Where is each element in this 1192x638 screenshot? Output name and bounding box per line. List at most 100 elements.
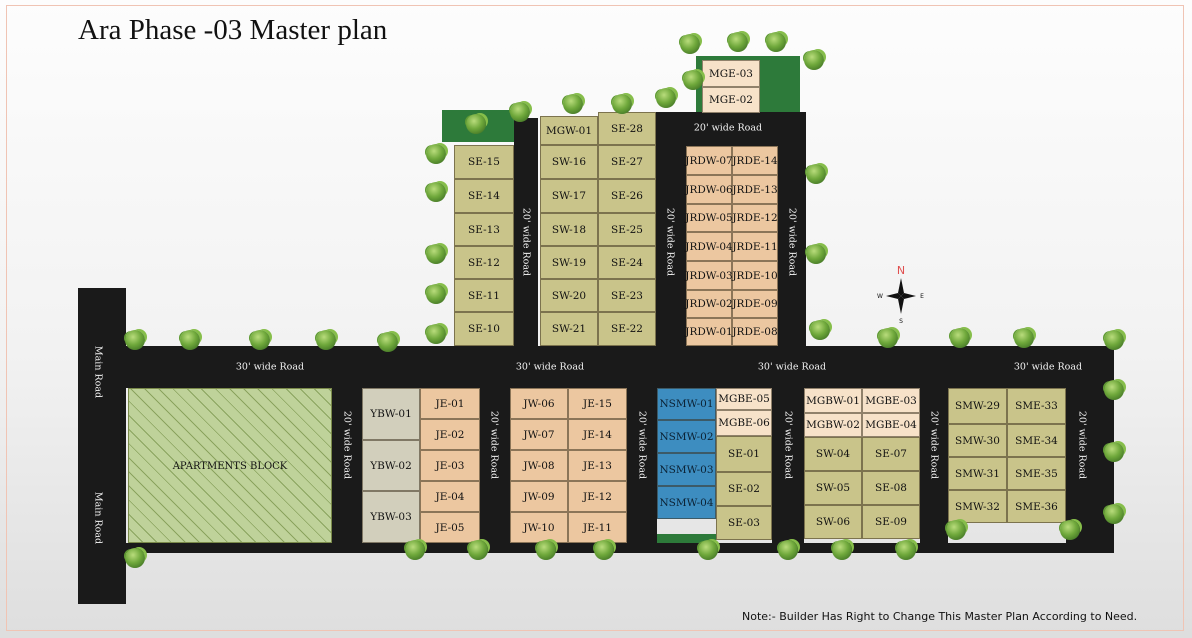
plot-je-01[interactable]: JE-01 <box>420 388 480 419</box>
plot-smw-30[interactable]: SMW-30 <box>948 424 1007 457</box>
plot-se-25[interactable]: SE-25 <box>598 213 656 246</box>
plot-ybw-02[interactable]: YBW-02 <box>362 440 420 491</box>
plot-nsmw-03[interactable]: NSMW-03 <box>657 453 716 486</box>
plot-mgbw-01[interactable]: MGBW-01 <box>804 388 862 413</box>
plot-sw-17[interactable]: SW-17 <box>540 179 598 213</box>
plot-jrde-09[interactable]: JRDE-09 <box>732 290 778 318</box>
plot-mgbe-04[interactable]: MGBE-04 <box>862 413 920 437</box>
compass-south-label: S <box>899 318 903 325</box>
plot-sme-34[interactable]: SME-34 <box>1007 424 1066 457</box>
plot-sw-04[interactable]: SW-04 <box>804 437 862 471</box>
plot-jrde-13[interactable]: JRDE-13 <box>732 175 778 204</box>
plot-se-12[interactable]: SE-12 <box>454 246 514 279</box>
plot-sme-36[interactable]: SME-36 <box>1007 490 1066 523</box>
plot-je-04[interactable]: JE-04 <box>420 481 480 512</box>
plot-se-26[interactable]: SE-26 <box>598 179 656 213</box>
plot-smw-29[interactable]: SMW-29 <box>948 388 1007 424</box>
plot-jrdw-02[interactable]: JRDW-02 <box>685 290 733 318</box>
road-label-30: 30' wide Road <box>515 361 585 373</box>
plot-jrdw-05[interactable]: JRDW-05 <box>685 204 733 232</box>
plot-jrdw-06[interactable]: JRDW-06 <box>685 175 733 204</box>
plot-se-24[interactable]: SE-24 <box>598 246 656 279</box>
plot-jrde-12[interactable]: JRDE-12 <box>732 204 778 232</box>
plot-jw-10[interactable]: JW-10 <box>510 512 568 543</box>
plot-jw-08[interactable]: JW-08 <box>510 450 568 481</box>
plot-mgbw-02[interactable]: MGBW-02 <box>804 413 862 437</box>
plot-sw-18[interactable]: SW-18 <box>540 213 598 246</box>
plot-sw-16[interactable]: SW-16 <box>540 145 598 179</box>
tree-icon <box>426 144 446 164</box>
plot-se-08[interactable]: SE-08 <box>862 471 920 505</box>
tree-icon <box>466 114 486 134</box>
plot-mge-03[interactable]: MGE-03 <box>702 60 760 87</box>
plot-smw-31[interactable]: SMW-31 <box>948 457 1007 490</box>
plot-je-13[interactable]: JE-13 <box>568 450 627 481</box>
plot-je-14[interactable]: JE-14 <box>568 419 627 450</box>
plot-se-15[interactable]: SE-15 <box>454 145 514 179</box>
road-20-vertical <box>627 388 657 546</box>
plot-jrdw-07[interactable]: JRDW-07 <box>685 146 733 175</box>
plot-mge-02[interactable]: MGE-02 <box>702 87 760 113</box>
plot-sw-06[interactable]: SW-06 <box>804 505 862 539</box>
plot-je-12[interactable]: JE-12 <box>568 481 627 512</box>
plot-sw-05[interactable]: SW-05 <box>804 471 862 505</box>
road-label-20: 20' wide Road <box>782 410 794 480</box>
plot-se-01[interactable]: SE-01 <box>716 436 772 472</box>
tree-icon <box>806 164 826 184</box>
plot-mgw-01[interactable]: MGW-01 <box>540 116 598 145</box>
compass-north-label: N <box>897 264 905 277</box>
plot-jrdw-01[interactable]: JRDW-01 <box>685 318 733 346</box>
plot-se-11[interactable]: SE-11 <box>454 279 514 312</box>
tree-icon <box>405 540 425 560</box>
plot-je-02[interactable]: JE-02 <box>420 419 480 450</box>
plot-sw-20[interactable]: SW-20 <box>540 279 598 312</box>
plot-jw-09[interactable]: JW-09 <box>510 481 568 512</box>
plot-mgbe-03[interactable]: MGBE-03 <box>862 388 920 413</box>
plot-jrde-14[interactable]: JRDE-14 <box>732 146 778 175</box>
plot-se-10[interactable]: SE-10 <box>454 312 514 346</box>
plot-jrdw-04[interactable]: JRDW-04 <box>685 232 733 261</box>
plot-nsmw-01[interactable]: NSMW-01 <box>657 388 716 420</box>
plot-se-14[interactable]: SE-14 <box>454 179 514 213</box>
plot-je-15[interactable]: JE-15 <box>568 388 627 419</box>
tree-icon <box>832 540 852 560</box>
tree-icon <box>612 94 632 114</box>
plot-se-22[interactable]: SE-22 <box>598 312 656 346</box>
road-label-20: 20' wide Road <box>693 122 763 134</box>
page-title: Ara Phase -03 Master plan <box>78 14 388 46</box>
plot-se-27[interactable]: SE-27 <box>598 145 656 179</box>
plot-nsmw-04[interactable]: NSMW-04 <box>657 486 716 519</box>
plot-jrde-11[interactable]: JRDE-11 <box>732 232 778 261</box>
plot-se-23[interactable]: SE-23 <box>598 279 656 312</box>
plot-sme-33[interactable]: SME-33 <box>1007 388 1066 424</box>
plot-se-09[interactable]: SE-09 <box>862 505 920 539</box>
plot-jrdw-03[interactable]: JRDW-03 <box>685 261 733 290</box>
plot-sw-19[interactable]: SW-19 <box>540 246 598 279</box>
plot-sme-35[interactable]: SME-35 <box>1007 457 1066 490</box>
plot-se-07[interactable]: SE-07 <box>862 437 920 471</box>
plot-se-03[interactable]: SE-03 <box>716 506 772 540</box>
plot-ybw-03[interactable]: YBW-03 <box>362 491 420 543</box>
road-label-20: 20' wide Road <box>636 410 648 480</box>
compass-east-label: E <box>920 293 924 300</box>
plot-je-11[interactable]: JE-11 <box>568 512 627 543</box>
plot-smw-32[interactable]: SMW-32 <box>948 490 1007 523</box>
plot-je-05[interactable]: JE-05 <box>420 512 480 543</box>
tree-icon <box>683 70 703 90</box>
tree-icon <box>698 540 718 560</box>
plot-se-02[interactable]: SE-02 <box>716 472 772 506</box>
plot-jw-07[interactable]: JW-07 <box>510 419 568 450</box>
plot-se-13[interactable]: SE-13 <box>454 213 514 246</box>
road-label-20: 20' wide Road <box>664 207 676 277</box>
plot-mgbe-05[interactable]: MGBE-05 <box>716 388 772 410</box>
plot-jw-06[interactable]: JW-06 <box>510 388 568 419</box>
plot-je-03[interactable]: JE-03 <box>420 450 480 481</box>
plot-jrde-10[interactable]: JRDE-10 <box>732 261 778 290</box>
plot-ybw-01[interactable]: YBW-01 <box>362 388 420 440</box>
plot-nsmw-02[interactable]: NSMW-02 <box>657 420 716 453</box>
plot-se-28[interactable]: SE-28 <box>598 112 656 145</box>
plot-sw-21[interactable]: SW-21 <box>540 312 598 346</box>
tree-icon <box>728 32 748 52</box>
plot-jrde-08[interactable]: JRDE-08 <box>732 318 778 346</box>
plot-mgbe-06[interactable]: MGBE-06 <box>716 410 772 436</box>
